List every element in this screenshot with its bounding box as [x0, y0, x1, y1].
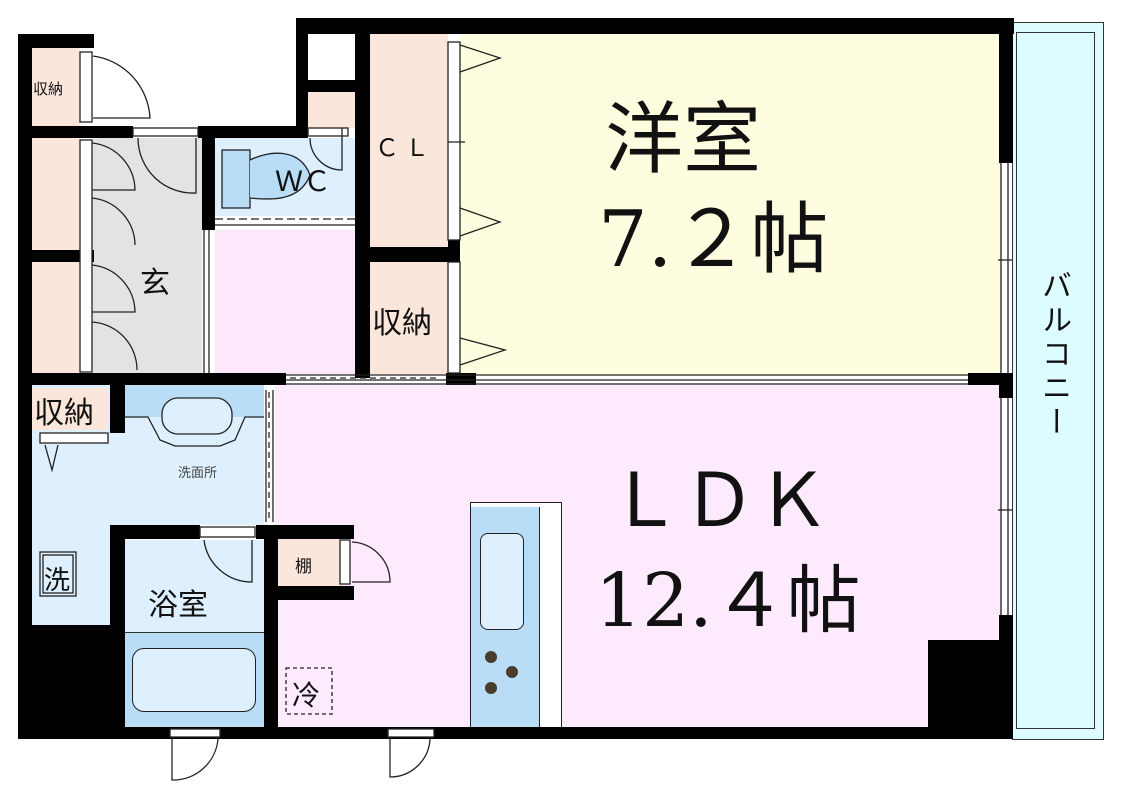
wall-closet-left	[355, 18, 370, 378]
wall-closet-divider	[355, 247, 460, 262]
stove-burner-2	[506, 666, 518, 678]
room-label-entrance: 玄	[140, 266, 170, 301]
wall-upper-left-block	[296, 18, 308, 138]
ldk-room	[275, 385, 1002, 730]
wall-storage-divider-1	[18, 126, 133, 138]
room-label-ldk-size: 12.４帖	[595, 558, 861, 644]
wall-room-divider-right	[968, 373, 1013, 385]
room-label-storage-mid: 収納	[372, 306, 432, 341]
hall-area	[215, 230, 355, 375]
balcony-inner-rail	[1016, 32, 1095, 729]
room-label-ldk-name: ＬＤＫ	[608, 458, 830, 544]
wall-top-main	[296, 18, 1014, 34]
washer-symbol: 洗	[44, 566, 71, 596]
wall-upper-block-divider	[296, 80, 360, 92]
wall-bath-top	[110, 525, 200, 539]
room-label-storage-top-left: 収納	[33, 80, 64, 98]
bathtub	[132, 648, 256, 712]
stove-burner-3	[485, 682, 497, 694]
storage-top-left	[32, 48, 80, 126]
wall-bath-right	[264, 525, 278, 739]
wall-wc-left	[202, 126, 215, 230]
kitchen-sink	[480, 533, 524, 630]
fridge-symbol: 冷	[292, 679, 321, 712]
wall-entrance-bottom	[18, 373, 286, 385]
storage-upper-small	[307, 92, 355, 128]
shelf-storage	[278, 538, 340, 586]
room-label-closet: ＣＬ	[375, 134, 435, 162]
wall-right-upper	[999, 18, 1013, 163]
entrance-floor	[92, 138, 202, 375]
wall-room-divider	[446, 373, 476, 385]
shoe-storage-2	[32, 262, 80, 375]
wall-left-outer	[18, 34, 32, 739]
wall-bath-left	[110, 525, 125, 739]
wall-closet-door-post	[448, 240, 460, 262]
room-label-balcony: バルコニー	[1036, 270, 1071, 440]
balcony-area	[1012, 22, 1104, 740]
room-label-washroom: 洗面所	[178, 466, 218, 481]
wall-storage-left-right	[110, 385, 125, 433]
pillar-bottom-left	[18, 625, 125, 739]
room-label-storage-left: 収納	[34, 396, 94, 431]
wall-storage-divider-2	[18, 250, 94, 262]
wall-wc-top	[198, 126, 308, 138]
wall-shelf-top	[256, 525, 354, 539]
shoe-storage-1	[32, 138, 80, 250]
storage-mid	[370, 262, 448, 374]
room-label-bathroom: 浴室	[148, 588, 208, 623]
stove-burner-1	[485, 651, 497, 663]
western-room	[460, 32, 1002, 376]
closet-cl	[370, 32, 448, 247]
room-label-wc: ＷＣ	[275, 165, 332, 198]
room-label-western-name: 洋室	[605, 95, 762, 185]
pillar-bottom-right	[928, 640, 1013, 739]
storage-left-fill	[32, 388, 107, 430]
room-label-western-size: 7.２帖	[598, 195, 829, 285]
wall-top-left	[18, 34, 94, 48]
room-label-shelf: 棚	[295, 557, 312, 577]
wall-shelf-bottom	[264, 586, 354, 600]
